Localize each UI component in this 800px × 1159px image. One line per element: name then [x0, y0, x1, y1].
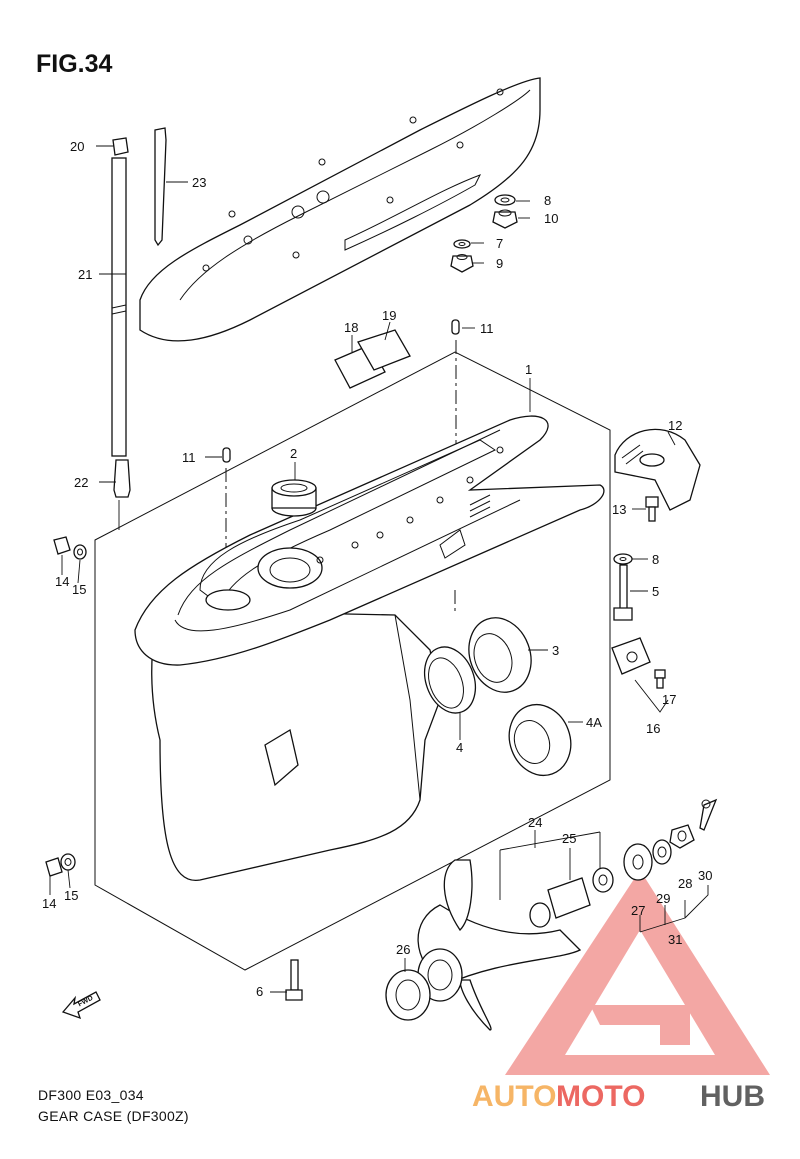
part-gasket-15-lower[interactable]	[60, 853, 76, 871]
part-dowel-pin-11-left[interactable]	[222, 447, 231, 463]
part-bolt-6[interactable]	[285, 959, 303, 1001]
part-bearing-3[interactable]	[459, 609, 541, 701]
callout-23: 23	[192, 175, 206, 190]
part-washer-8-right[interactable]	[613, 553, 633, 565]
callout-24: 24	[528, 815, 542, 830]
part-gear-case-1[interactable]	[134, 415, 605, 881]
callout-11-left: 11	[182, 450, 196, 465]
callout-7: 7	[496, 236, 503, 251]
callout-2: 2	[290, 446, 297, 461]
part-washer-29[interactable]	[652, 839, 672, 865]
callout-8-top: 8	[544, 193, 551, 208]
part-anti-cavitation-plate	[139, 77, 541, 342]
part-bolt-13[interactable]	[645, 496, 659, 522]
callout-4a: 4A	[586, 715, 602, 730]
part-cotter-pin-30[interactable]	[699, 798, 718, 831]
part-spacer-25[interactable]	[529, 867, 614, 928]
callout-26: 26	[396, 942, 410, 957]
callout-12: 12	[668, 418, 682, 433]
fwd-arrow-icon: FWD	[61, 991, 101, 1020]
leader-lines	[49, 145, 676, 993]
part-washer-7[interactable]	[453, 239, 471, 249]
callout-16: 16	[646, 721, 660, 736]
part-plug-14-lower[interactable]	[45, 857, 63, 877]
part-washer-8-top[interactable]	[494, 194, 516, 206]
part-propeller[interactable]	[417, 859, 582, 1031]
callout-10: 10	[544, 211, 558, 226]
callout-3: 3	[552, 643, 559, 658]
part-water-tube-21[interactable]	[111, 157, 127, 457]
diagram-code: DF300 E03_034	[38, 1087, 144, 1103]
callout-19: 19	[382, 308, 396, 323]
watermark-logo	[505, 870, 770, 1075]
part-clip-20[interactable]	[112, 137, 129, 156]
part-bearing-4a[interactable]	[499, 696, 580, 784]
callout-27: 27	[631, 903, 645, 918]
part-seal-4[interactable]	[416, 640, 484, 720]
callout-15-upper: 15	[72, 582, 86, 597]
callout-14-upper: 14	[55, 574, 69, 589]
part-bolt-5[interactable]	[613, 564, 633, 621]
watermark-triangle-icon	[505, 870, 770, 1075]
callout-1: 1	[525, 362, 532, 377]
part-dowel-pin-11-top[interactable]	[451, 319, 460, 335]
part-nut-9[interactable]	[450, 254, 474, 273]
watermark-word-auto: AUTO	[472, 1080, 556, 1113]
callout-numbers: 20 23 21 22 8 10 7 9 18 19 11 1 11 2 12 …	[42, 139, 712, 999]
part-washer-27[interactable]	[623, 843, 653, 881]
diagram-caption: GEAR CASE (DF300Z)	[38, 1108, 189, 1124]
part-nut-28[interactable]	[669, 824, 695, 849]
part-anode-16[interactable]	[611, 637, 651, 675]
watermark-word-hub: HUB	[700, 1080, 765, 1113]
assembly-frame	[94, 351, 611, 971]
watermark-wordmark: AUTO MOTO HUB	[472, 1080, 765, 1113]
callout-15-lower: 15	[64, 888, 78, 903]
callout-6: 6	[256, 984, 263, 999]
callout-5: 5	[652, 584, 659, 599]
part-thrust-washer-26[interactable]	[385, 969, 431, 1021]
callout-17: 17	[662, 692, 676, 707]
callout-28: 28	[678, 876, 692, 891]
part-bolt-17[interactable]	[654, 669, 666, 689]
part-anode-19[interactable]	[357, 329, 411, 371]
callout-4: 4	[456, 740, 463, 755]
callout-29: 29	[656, 891, 670, 906]
callout-9: 9	[496, 256, 503, 271]
watermark-word-moto: MOTO	[556, 1080, 645, 1113]
part-fitting-22[interactable]	[113, 459, 131, 498]
part-gasket-15-upper[interactable]	[73, 544, 87, 560]
callout-13: 13	[612, 502, 626, 517]
callout-14-lower: 14	[42, 896, 56, 911]
callout-8-right: 8	[652, 552, 659, 567]
callout-21: 21	[78, 267, 92, 282]
figure-title: FIG.34	[36, 50, 113, 78]
callout-22: 22	[74, 475, 88, 490]
part-plug-14-upper[interactable]	[53, 536, 71, 555]
callout-31: 31	[668, 932, 682, 947]
callout-18: 18	[344, 320, 358, 335]
part-bushing-2[interactable]	[271, 479, 317, 517]
callout-30: 30	[698, 868, 712, 883]
part-cable-tie-23[interactable]	[154, 127, 167, 247]
callout-11-top: 11	[480, 321, 494, 336]
callout-25: 25	[562, 831, 576, 846]
part-trim-tab-12[interactable]	[614, 428, 701, 511]
callout-20: 20	[70, 139, 84, 154]
part-nut-10[interactable]	[492, 209, 518, 229]
